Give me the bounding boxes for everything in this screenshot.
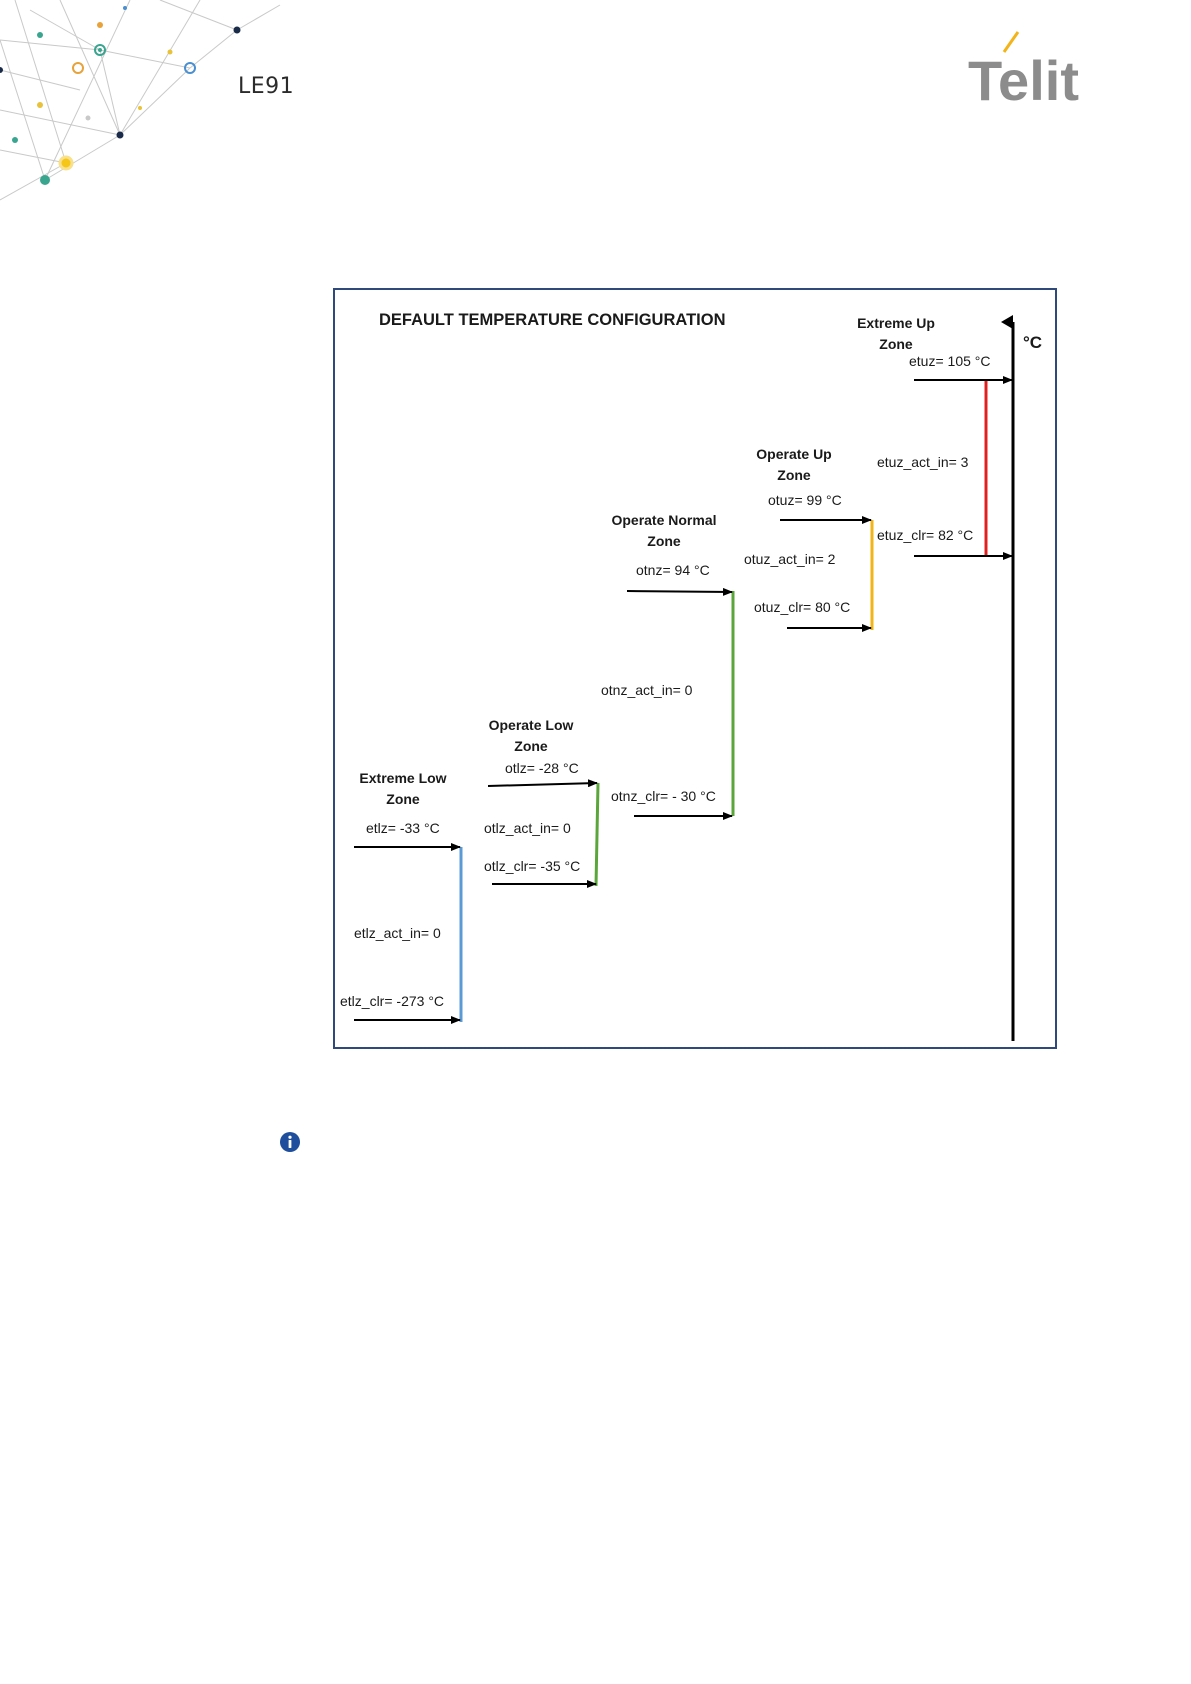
extreme-low-zone-name: Extreme Low bbox=[359, 770, 446, 786]
otnz-act-in-label: otnz_act_in= 0 bbox=[601, 682, 693, 698]
operate-low-band bbox=[594, 782, 600, 887]
otuz-clear-label: otuz_clr= 80 °C bbox=[754, 599, 850, 615]
otlz-threshold-label: otlz= -28 °C bbox=[505, 760, 579, 776]
operate-up-zone-name-2: Zone bbox=[777, 467, 811, 483]
etuz-clear-label: etuz_clr= 82 °C bbox=[877, 527, 973, 543]
etlz-threshold-label: etlz= -33 °C bbox=[366, 820, 440, 836]
axis-unit-label: °C bbox=[1023, 333, 1042, 352]
etlz-clear-label: etlz_clr= -273 °C bbox=[340, 993, 444, 1009]
document-title: LE91 bbox=[238, 74, 295, 99]
telit-logo: Telit bbox=[968, 31, 1079, 108]
etlz-act-in-label: etlz_act_in= 0 bbox=[354, 925, 441, 941]
etuz-act-in-label: etuz_act_in= 3 bbox=[877, 454, 969, 470]
diagram-title: DEFAULT TEMPERATURE CONFIGURATION bbox=[379, 311, 725, 329]
operate-normal-zone-name-2: Zone bbox=[647, 533, 681, 549]
etuz-threshold-label: etuz= 105 °C bbox=[909, 353, 990, 369]
logo-wordmark: Telit bbox=[968, 49, 1079, 108]
info-icon bbox=[280, 1132, 300, 1152]
otlz-clear-label: otlz_clr= -35 °C bbox=[484, 858, 580, 874]
corner-network-decoration bbox=[0, 0, 281, 201]
otuz-act-in-label: otuz_act_in= 2 bbox=[744, 551, 836, 567]
operate-low-zone-name: Operate Low bbox=[489, 717, 574, 733]
extreme-up-zone-name-2: Zone bbox=[879, 336, 913, 352]
extreme-up-zone-name: Extreme Up bbox=[857, 315, 935, 331]
operate-up-zone-name: Operate Up bbox=[756, 446, 831, 462]
otnz-threshold-label: otnz= 94 °C bbox=[636, 562, 710, 578]
otlz-act-in-label: otlz_act_in= 0 bbox=[484, 820, 571, 836]
operate-normal-zone-name: Operate Normal bbox=[611, 512, 716, 528]
extreme-low-zone-name-2: Zone bbox=[386, 791, 420, 807]
otnz-threshold-arrow bbox=[626, 587, 733, 596]
otlz-threshold-arrow bbox=[487, 779, 598, 788]
diagram-frame bbox=[333, 288, 1057, 1049]
otnz-clear-label: otnz_clr= - 30 °C bbox=[611, 788, 716, 804]
otuz-threshold-label: otuz= 99 °C bbox=[768, 492, 842, 508]
operate-low-zone-name-2: Zone bbox=[514, 738, 548, 754]
